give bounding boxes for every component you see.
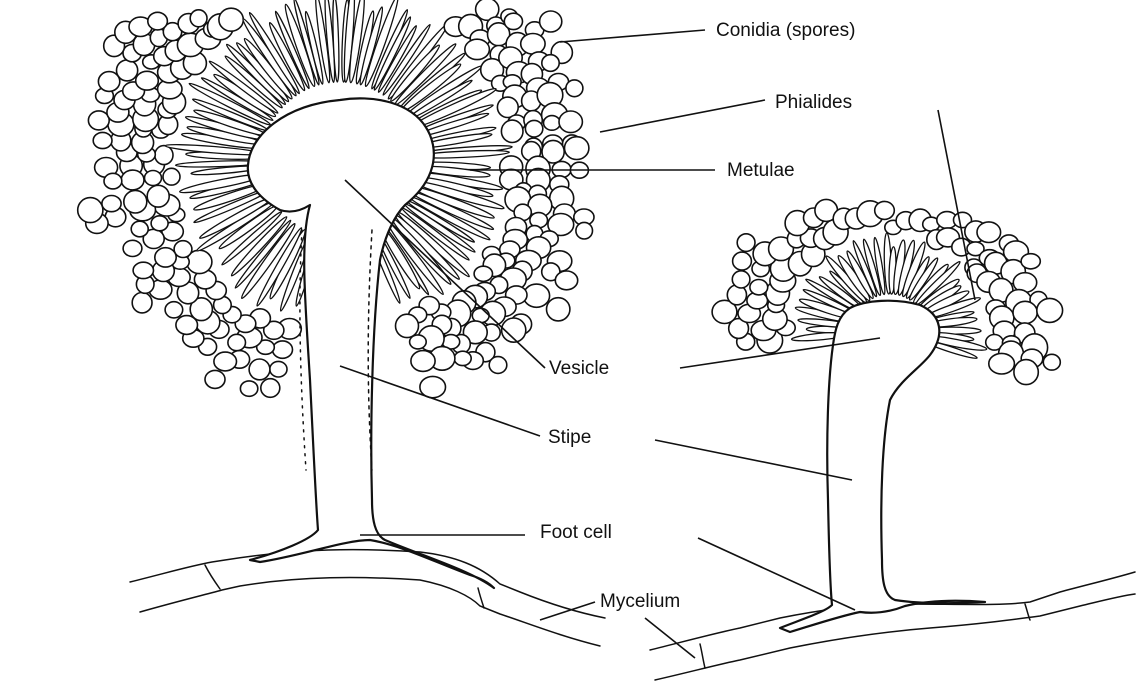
- conidium-spore: [989, 353, 1015, 374]
- conidium-spore: [474, 266, 492, 281]
- conidium-spore: [147, 185, 169, 207]
- conidium-spore: [93, 132, 112, 148]
- conidium-spore: [136, 71, 159, 90]
- label-foot-cell: Foot cell: [540, 522, 612, 543]
- conidium-spore: [411, 351, 435, 372]
- leader-conidia: [560, 30, 705, 42]
- conidium-spore: [544, 116, 561, 131]
- conidium-spore: [525, 120, 542, 137]
- conidium-spore: [566, 80, 583, 97]
- conidium-spore: [1021, 254, 1040, 269]
- conidium-spore: [576, 222, 593, 239]
- septum-1: [205, 565, 220, 589]
- conidium-spore: [151, 216, 168, 231]
- conidium-spore: [489, 357, 507, 374]
- leader-mycelium-1: [540, 602, 595, 620]
- conidium-spore: [737, 234, 755, 252]
- conidium-spore: [228, 334, 246, 350]
- conidium-spore: [205, 370, 225, 388]
- conidium-spore: [190, 10, 207, 27]
- conidium-spore: [521, 34, 545, 55]
- mycelium-hyphae: [130, 550, 1135, 680]
- leader-phialides-1: [600, 100, 765, 132]
- conidium-spore: [454, 351, 471, 365]
- conidium-spore: [732, 271, 750, 288]
- conidium-spore: [133, 262, 153, 278]
- conidium-spore: [124, 190, 147, 213]
- labels: Conidia (spores) Phialides Metulae Vesic…: [540, 20, 855, 612]
- conidium-spore: [104, 173, 122, 189]
- conidium-spore: [261, 379, 280, 398]
- conidium-spore: [155, 146, 173, 165]
- conidium-spore: [501, 120, 523, 142]
- conidium-spore: [542, 55, 559, 72]
- conidium-spore: [123, 240, 142, 256]
- conidium-spore: [155, 248, 176, 267]
- conidium-spore: [273, 341, 293, 358]
- conidium-spore: [249, 359, 270, 380]
- conidium-spore: [78, 198, 103, 223]
- conidium-spore: [875, 201, 895, 219]
- label-metulae: Metulae: [727, 160, 795, 181]
- conidium-spore: [559, 111, 582, 133]
- conidium-spore: [733, 252, 752, 270]
- label-mycelium: Mycelium: [600, 591, 680, 612]
- conidium-spore: [504, 13, 522, 29]
- conidium-spore: [148, 12, 168, 30]
- septum-3: [700, 644, 705, 668]
- conidium-spore: [240, 381, 257, 396]
- conidium-spore: [214, 352, 237, 371]
- leader-mycelium-2: [645, 618, 695, 658]
- conidium-spore: [1043, 354, 1060, 370]
- conidium-spore: [465, 39, 490, 59]
- conidium-spore: [555, 271, 577, 290]
- conidium-spore: [396, 314, 419, 337]
- conidium-spore: [174, 241, 192, 258]
- label-stipe: Stipe: [548, 427, 591, 448]
- conidium-spore: [176, 316, 198, 335]
- label-conidia: Conidia (spores): [716, 20, 855, 41]
- conidium-spore: [1037, 298, 1063, 322]
- mycelium-left-top-edge: [130, 550, 605, 618]
- conidium-spore: [121, 170, 144, 190]
- conidium-spore: [145, 171, 162, 186]
- conidium-spore: [1014, 360, 1038, 385]
- mycelium-left-bottom-edge: [140, 578, 600, 646]
- conidium-spore: [410, 335, 427, 349]
- conidium-spore: [88, 111, 109, 130]
- conidium-spore: [547, 298, 570, 321]
- conidium-spore: [165, 302, 183, 318]
- conidium-spore: [132, 293, 152, 313]
- conidium-spore: [565, 137, 589, 160]
- conidium-spore: [540, 11, 562, 32]
- label-vesicle: Vesicle: [549, 358, 609, 379]
- conidium-spore: [750, 280, 768, 295]
- leader-stipe-2: [655, 440, 852, 480]
- conidium-spore: [977, 222, 1001, 243]
- conidium-spore: [117, 60, 138, 81]
- conidium-spore: [102, 196, 121, 212]
- conidium-spore: [270, 361, 287, 377]
- conidium-spore: [219, 8, 243, 31]
- label-phialides: Phialides: [775, 92, 852, 113]
- conidium-spore: [1013, 301, 1037, 323]
- conidium-spore: [163, 168, 180, 185]
- conidium-spore: [131, 221, 148, 237]
